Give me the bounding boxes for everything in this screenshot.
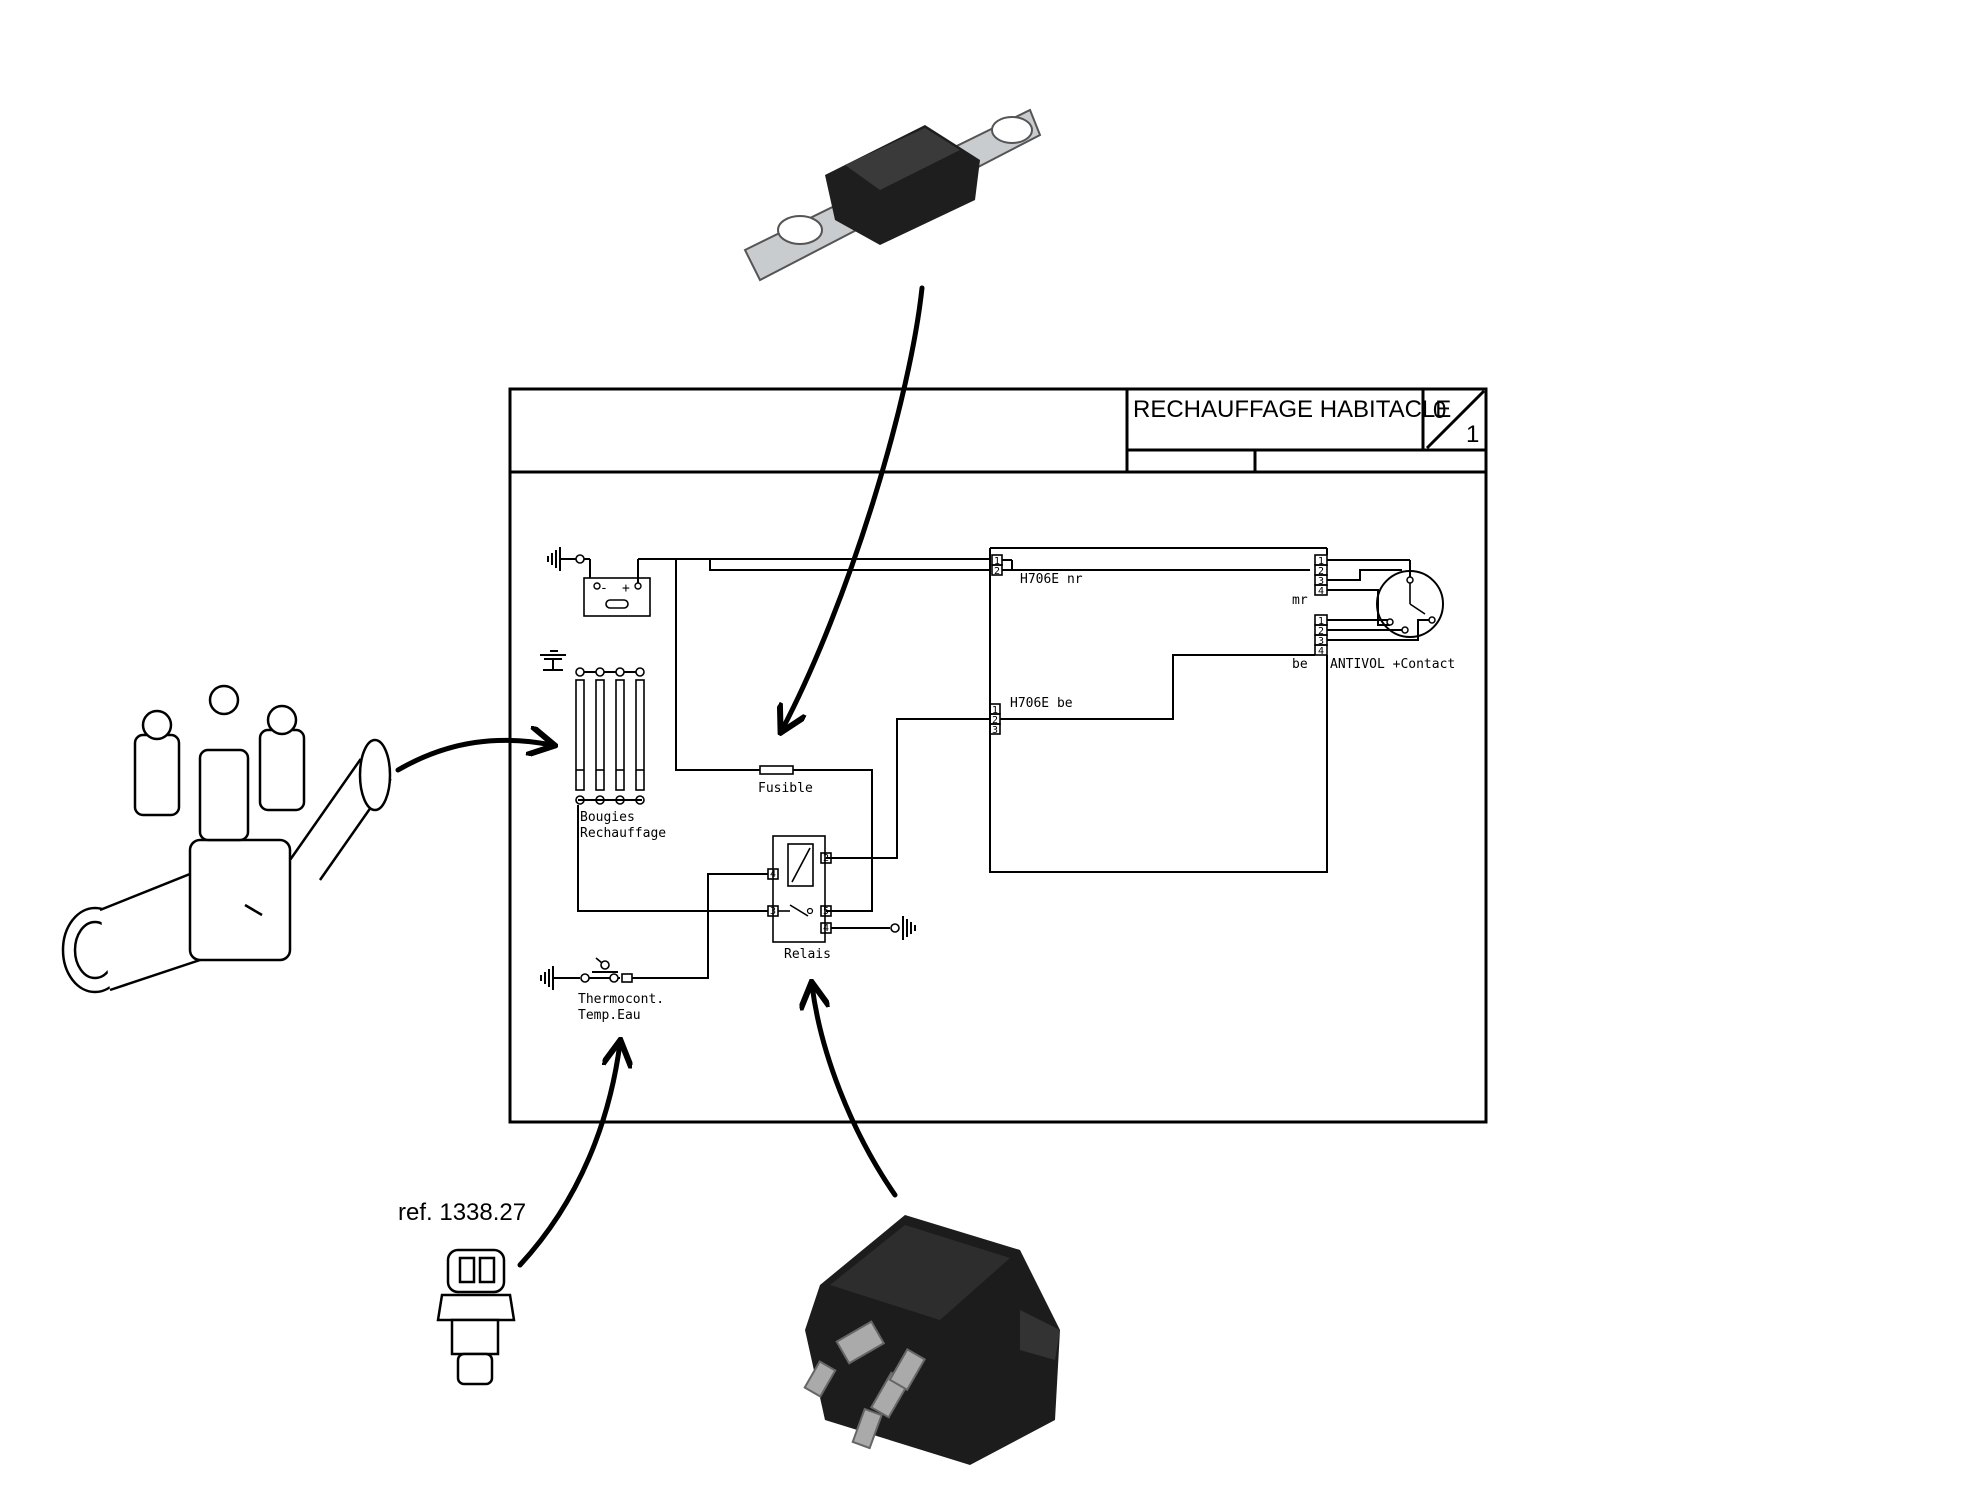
arrow-sensor-to-thermocontact [517,1043,620,1268]
glow-plugs-icon [540,650,640,673]
thermocontact-icon [540,873,768,991]
pin-label: 1 [1318,616,1324,627]
pin-label: 4 [770,869,776,880]
wire-battery-fuse [675,559,760,771]
be-label: be [1292,657,1308,672]
pin-label: 1 [1318,556,1324,567]
pin-label: 4 [1318,586,1324,597]
mr-label: mr [1292,593,1308,608]
glow-plug-element [615,667,625,805]
pin-label: 2 [1318,626,1324,637]
wire-battery-top-pair [709,559,990,571]
wire-loop [989,655,1328,873]
battery-icon [547,546,990,617]
bougies-label-1: Bougies [580,810,635,825]
pin-label: 2 [992,715,998,726]
battery-plus-label: + [622,581,630,596]
connector-h706e-be [826,654,1315,859]
pin-label: 2 [823,853,829,864]
pin-label: 4 [1318,646,1324,657]
heater-housing-photo [61,684,392,994]
glow-plug-element [575,667,585,805]
wire-plugs-relay [577,805,768,912]
ignition-switch-icon [1376,570,1444,638]
pin-label: 3 [770,906,776,917]
bougies-label-2: Rechauffage [580,826,666,841]
schematic-frame [508,387,1488,1124]
thermo-label-2: Temp.Eau [578,1008,641,1023]
pin-label: 1 [992,705,998,716]
pin-label: 1 [994,556,1000,567]
pin-label: 3 [992,725,998,736]
fuse-photo [743,108,1042,282]
connector-mid-label: H706E be [1010,696,1073,711]
fusible-label: Fusible [758,781,813,796]
glow-plug-element [595,667,605,805]
pin-label: 2 [994,566,1000,577]
thermo-label-1: Thermocont. [578,992,664,1007]
antivol-connectors [1314,548,1432,656]
temperature-sensor-photo [436,1248,516,1386]
pin-label: 5 [823,906,829,917]
pin-label: 3 [1318,636,1324,647]
pin-label: 3 [1318,576,1324,587]
fuse-icon [759,765,873,912]
glow-plug-elements [575,667,645,805]
sheet-number-bottom: 1 [1466,421,1479,448]
battery-minus-label: - [600,581,608,596]
relais-label: Relais [784,947,831,962]
arrow-fuse-to-fusible [782,285,925,730]
arrow-housing-to-plugs [395,740,552,773]
arrow-relay-to-relais [812,985,898,1198]
antivol-label: ANTIVOL +Contact [1330,657,1455,672]
relay-photo [803,1215,1060,1465]
connector-top-label: H706E nr [1020,572,1083,587]
glow-plug-element [635,667,645,805]
relay-icon [767,835,916,943]
pin-label: 4 [823,923,829,934]
sheet-number-top: 0 [1433,397,1446,424]
pin-label: 2 [1318,566,1324,577]
diagram-title: RECHAUFFAGE HABITACLE [1133,396,1451,423]
sensor-ref-label: ref. 1338.27 [398,1199,526,1226]
